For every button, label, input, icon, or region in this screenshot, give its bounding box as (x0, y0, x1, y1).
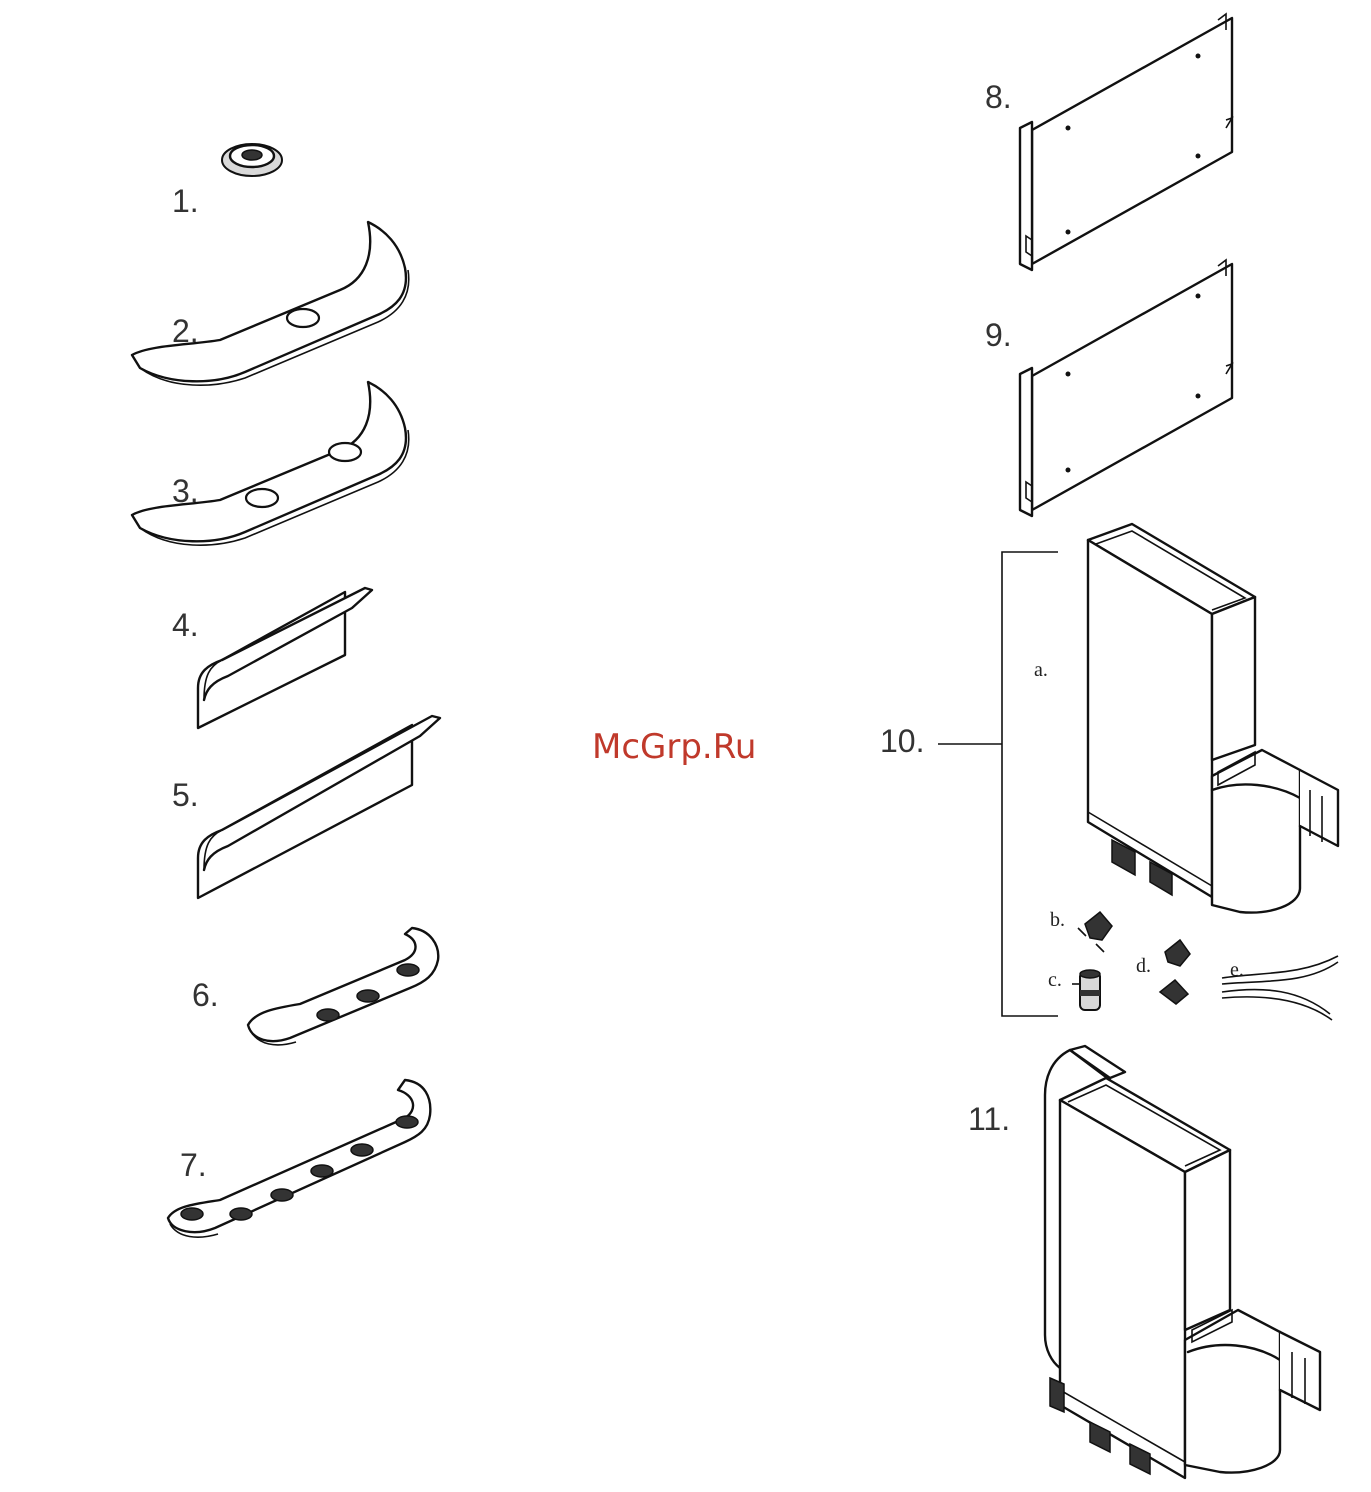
part-4-flashing-strip (198, 588, 372, 728)
part-10-bracket (938, 552, 1058, 1016)
part-label-11: 11. (968, 1101, 1010, 1137)
part-9-side-panel (1020, 260, 1232, 516)
part-label-6: 6. (192, 977, 219, 1013)
part-10d-clips (1160, 940, 1190, 1004)
part-1-grommet (222, 144, 282, 176)
subpart-label-c: c. (1048, 969, 1062, 991)
part-label-3: 3. (172, 473, 199, 509)
part-label-7: 7. (180, 1147, 207, 1183)
part-label-9: 9. (985, 317, 1012, 353)
subpart-label-a: a. (1034, 659, 1048, 681)
part-label-1: 1. (172, 183, 199, 219)
part-2-curved-panel (132, 222, 409, 385)
part-11-heater-assembly (1045, 1046, 1320, 1478)
part-label-5: 5. (172, 777, 199, 813)
watermark-text: McGrp.Ru (592, 727, 756, 767)
subpart-label-d: d. (1136, 955, 1151, 977)
subpart-label-b: b. (1050, 909, 1065, 931)
part-7-curved-rail (168, 1080, 430, 1237)
part-3-curved-panel (132, 382, 409, 545)
part-8-side-panel (1020, 14, 1232, 270)
part-label-4: 4. (172, 607, 199, 643)
part-label-2: 2. (172, 313, 199, 349)
part-5-flashing-strip (198, 716, 440, 898)
part-10c-sensor (1072, 970, 1100, 1010)
subpart-label-e: e. (1230, 959, 1244, 981)
part-label-10: 10. (880, 723, 924, 759)
part-10a-heater-body (1088, 524, 1338, 913)
part-10b-clip (1078, 912, 1112, 952)
part-label-8: 8. (985, 79, 1012, 115)
part-6-curved-rail (248, 928, 438, 1045)
